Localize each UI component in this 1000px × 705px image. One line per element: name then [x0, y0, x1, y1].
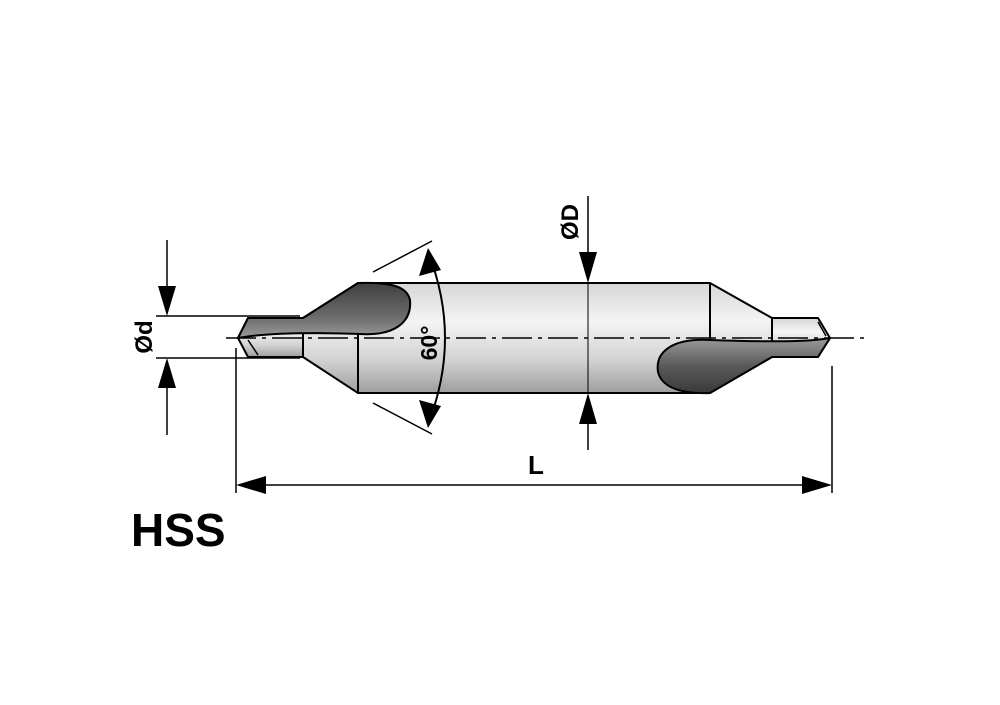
- small-diameter-arrow-top: [158, 286, 176, 316]
- angle-label: 60°: [416, 326, 442, 361]
- left-flute: [237, 281, 412, 339]
- right-flute: [656, 337, 831, 395]
- length-dimension: [235, 348, 833, 493]
- body-details: [247, 283, 827, 393]
- length-arrow-right: [802, 476, 832, 494]
- large-diameter-arrow-top: [579, 252, 597, 283]
- angle-dimension: [372, 240, 446, 435]
- angle-arrows: [419, 248, 441, 428]
- angle-arrow-lower: [419, 400, 441, 428]
- material-label: HSS: [131, 504, 226, 556]
- small-diameter-arrows: [158, 286, 176, 388]
- small-diameter-label: Ød: [131, 320, 158, 353]
- large-diameter-arrow-bottom: [579, 393, 597, 424]
- angle-arrow-upper: [419, 248, 441, 276]
- angle-extension-upper: [372, 240, 433, 273]
- small-diameter-arrow-bottom: [158, 358, 176, 388]
- length-label: L: [528, 450, 544, 480]
- large-diameter-label: ØD: [557, 204, 584, 240]
- length-arrow-left: [236, 476, 266, 494]
- angle-arc: [427, 251, 446, 425]
- angle-extension-lower: [372, 402, 433, 435]
- large-diameter-arrows: [579, 252, 597, 424]
- length-arrows: [236, 476, 832, 494]
- flutes: [237, 281, 831, 395]
